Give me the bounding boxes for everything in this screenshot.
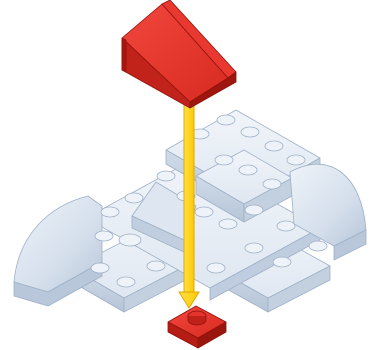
red-target-plate	[168, 306, 226, 348]
red-slope-brick	[122, 0, 236, 108]
